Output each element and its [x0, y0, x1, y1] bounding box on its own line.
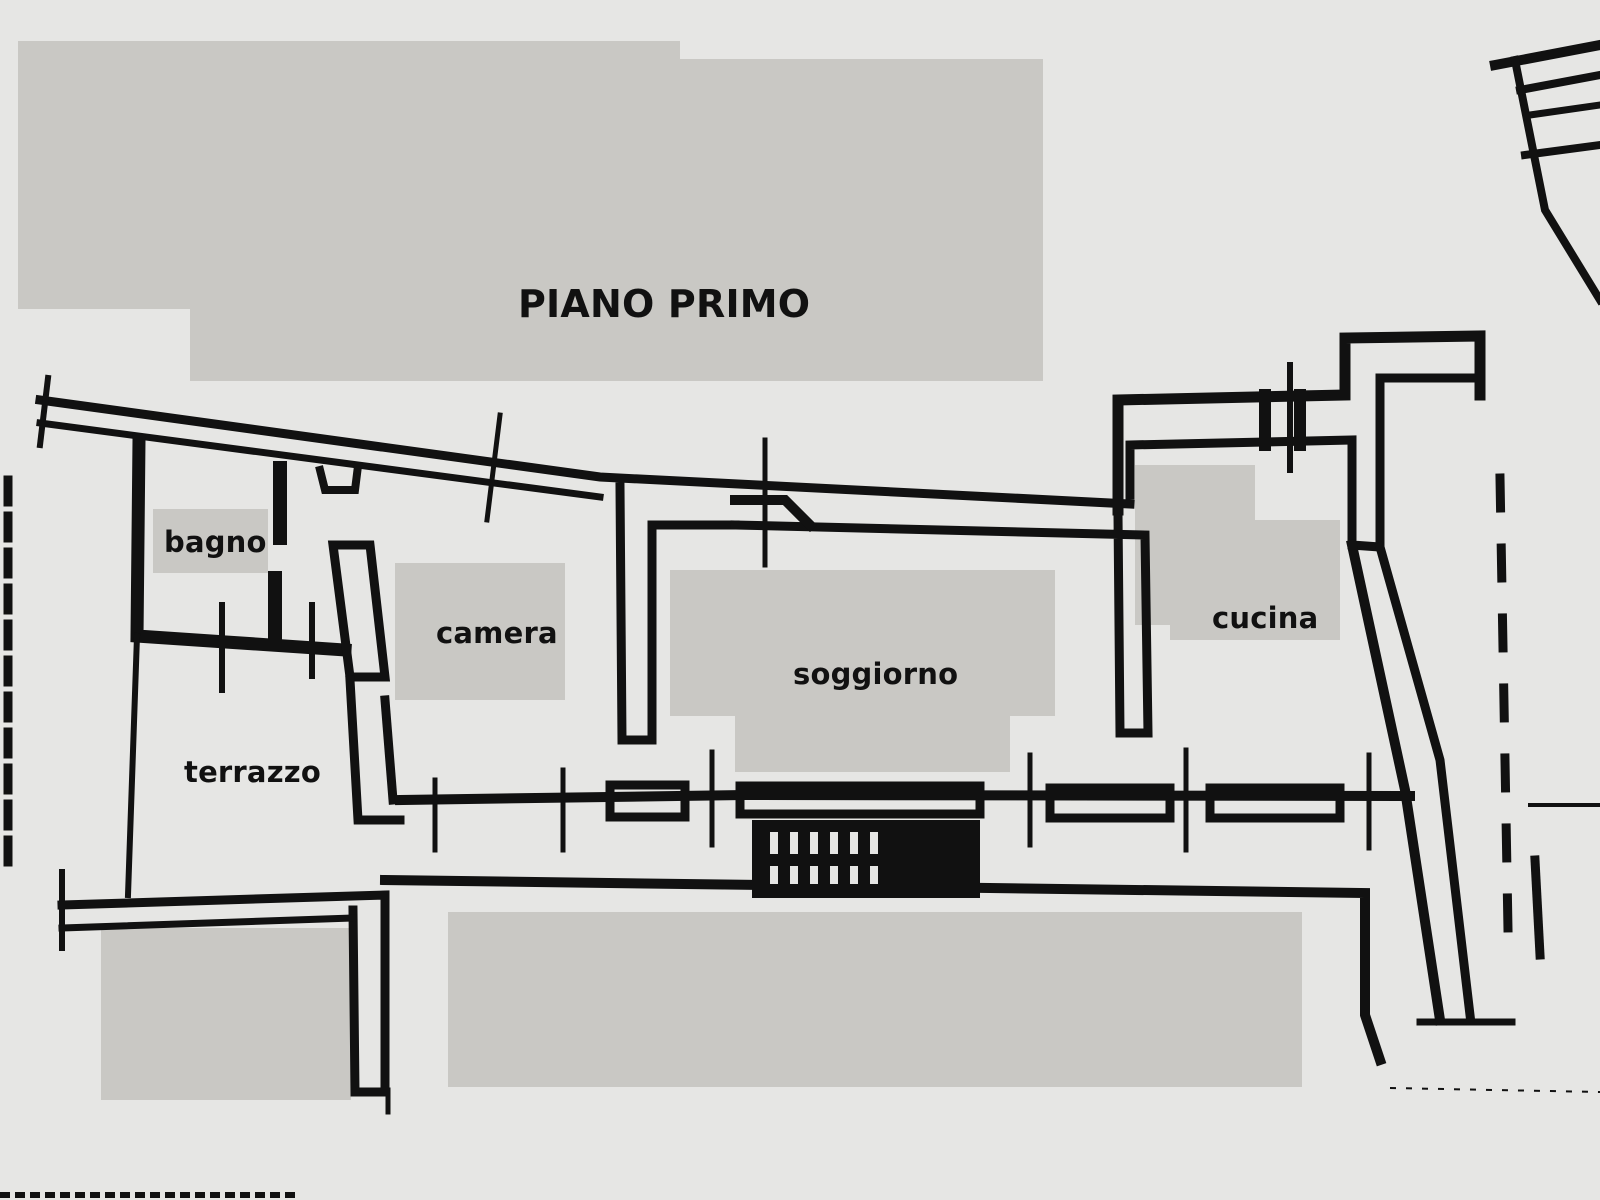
soggiorno-right-wall — [730, 510, 1153, 738]
room-label-cucina: cucina — [1212, 601, 1319, 635]
terrazzo-left-wall — [124, 632, 141, 899]
redaction-block-bottom-left — [101, 928, 351, 1100]
right-diagonal-wall-inner — [1346, 539, 1446, 1026]
redaction-block-bagno — [153, 509, 268, 573]
redaction-block-bottom — [448, 912, 1302, 1087]
redaction-block-soggiorno-lower — [735, 706, 1010, 772]
room-label-camera: camera — [436, 616, 558, 650]
stair-balustrade — [752, 820, 980, 898]
walls — [3, 39, 1600, 1115]
terrazzo-bottom-wall — [57, 890, 390, 1097]
front-wall — [394, 789, 1416, 806]
redaction-block-soggiorno — [670, 570, 1055, 716]
redaction-block-cucina — [1170, 520, 1340, 640]
right-diagonal-wall-outer — [1374, 541, 1475, 1020]
redaction-block-title — [190, 59, 1043, 381]
camera-left-wall — [327, 540, 391, 682]
room-label-soggiorno: soggiorno — [793, 657, 959, 691]
top-wall-outer — [34, 394, 1135, 509]
camera-soggiorno-wall — [615, 482, 740, 745]
redaction-blocks — [18, 41, 1340, 1100]
cucina-outer-wall — [1112, 330, 1486, 516]
room-label-bagno: bagno — [164, 525, 267, 559]
room-label-terrazzo: terrazzo — [184, 755, 321, 789]
redaction-block-camera — [395, 563, 565, 700]
plan-title: PIANO PRIMO — [518, 282, 811, 326]
